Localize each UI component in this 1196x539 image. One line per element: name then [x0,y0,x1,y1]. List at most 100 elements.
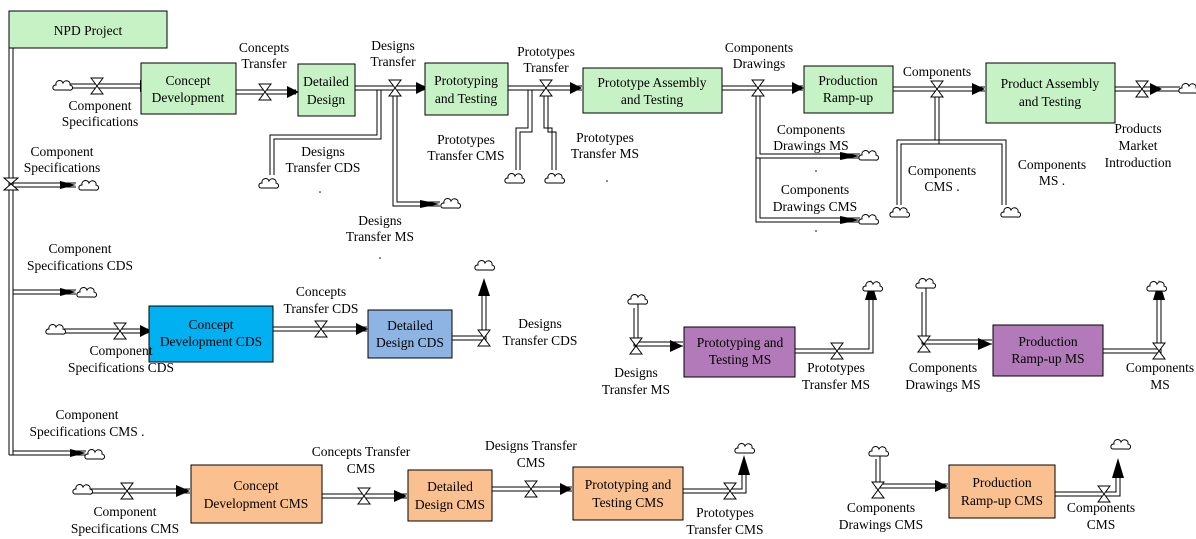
stock-production-rampup-ms[interactable]: Production Ramp-up MS [992,324,1104,377]
flow-label: Drawings MS [905,377,980,392]
stock-label: Prototyping and [697,335,784,350]
flow-label: CMS [517,455,546,470]
flow-label: Components [909,360,977,375]
flow-label: Transfer CMS [427,148,504,163]
stock-npd-project[interactable]: NPD Project [8,10,168,49]
flow-label: Prototypes [807,360,865,375]
stock-label: Testing CMS [592,495,663,510]
stock-production-rampup-cms[interactable]: Production Ramp-up CMS [948,464,1056,519]
flow-label: Designs [301,144,345,159]
cloud-icon [1178,83,1196,94]
cloud-icon [504,173,526,184]
stock-prototyping-testing-ms[interactable]: Prototyping and Testing MS [683,326,796,378]
flow-label: Transfer CMS [686,522,763,537]
flow-label: Drawings CMS [839,517,923,532]
flow-label: Designs [518,316,562,331]
cloud-icon [627,294,649,305]
flow-label: Designs [358,213,402,228]
flow-label: Specifications CMS . [29,424,144,439]
stock-prototype-assembly[interactable]: Prototype Assembly and Testing [582,67,723,114]
stock-production-rampup[interactable]: Production Ramp-up [803,65,894,114]
stock-label: Prototyping [434,73,498,88]
flow-label: Transfer MS [571,146,639,161]
flow-label: Component [94,504,157,519]
flow-label: Component [90,343,153,358]
cloud-icon [76,287,98,298]
flow-label: Designs [614,365,658,380]
stock-label: Ramp-up MS [1011,351,1084,366]
stock-detailed-design-cds[interactable]: Detailed Design CDS [367,309,453,359]
flow-label: Transfer CDS [503,333,578,348]
flow-label: Designs Transfer [485,438,577,453]
cloud-icon [52,80,74,91]
stock-detailed-design-cms[interactable]: Detailed Design CMS [407,469,493,522]
cloud-icon [915,278,937,289]
cloud-icon [258,178,280,189]
stock-label: Detailed [303,74,349,89]
stock-label: Production [972,475,1031,490]
flow-label: Drawings [733,56,786,71]
flow-label: Components [1018,157,1086,172]
cloud-icon [1110,439,1132,450]
stock-product-assembly[interactable]: Product Assembly and Testing [985,62,1116,124]
flow-label: Products [1114,121,1161,136]
cloud-icon [474,260,496,271]
flow-label: Specifications CDS [68,360,174,375]
stock-label: Development CDS [160,334,262,349]
flow-label: Drawings MS [773,138,848,153]
stock-label: Product Assembly [1001,76,1100,91]
cloud-icon [1146,281,1168,292]
stock-detailed-design[interactable]: Detailed Design [297,63,356,117]
stock-label: Design CDS [376,335,444,350]
flow-label: Concepts Transfer [312,444,411,459]
stock-label: Design CMS [415,497,485,512]
flow-label: Components [777,122,845,137]
stock-label: Ramp-up CMS [961,493,1043,508]
flow-label: Prototypes [517,44,575,59]
stock-concept-development-cds[interactable]: Concept Development CDS [148,305,274,363]
flow-label: Introduction [1105,155,1172,170]
flow-label: Transfer [523,60,569,75]
stock-prototyping-testing-cms[interactable]: Prototyping and Testing CMS [572,466,684,521]
cloud-icon [858,214,880,225]
cloud-icon [734,443,756,454]
flow-label: MS [1150,377,1170,392]
flow-label: Prototypes [576,130,634,145]
cloud-icon [862,281,884,292]
cloud-icon [84,449,106,460]
flow-label: Components [847,500,915,515]
stock-label: Detailed [427,479,473,494]
flow-arrowheads [60,80,1165,502]
stock-label: Concept [189,317,234,332]
flow-label: CMS [347,461,376,476]
stock-prototyping-testing[interactable]: Prototyping and Testing [424,62,509,116]
stock-label: Prototype Assembly [597,75,706,90]
cloud-icon [78,180,100,191]
stock-concept-development[interactable]: Concept Development [140,62,237,115]
cloud-icon [858,150,880,161]
flow-labels: Component Specifications Concepts Transf… [24,38,1194,537]
flow-label: Specifications [24,160,100,175]
stock-label: Production [818,73,877,88]
cloud-icon [45,324,67,335]
flow-label: Components [781,182,849,197]
flow-label: Transfer [370,54,416,69]
flow-label: Specifications CMS [71,521,179,536]
flow-label: Prototypes [437,132,495,147]
cloud-icon [868,446,890,457]
stock-label: and Testing [435,91,497,106]
cloud-icon [544,173,566,184]
cloud-icon [1000,207,1022,218]
flow-label: MS . [1039,173,1065,188]
flow-valves [2,77,1166,505]
stock-label: NPD Project [54,23,123,38]
flow-label: Transfer [241,56,287,71]
stock-concept-development-cms[interactable]: Concept Development CMS [190,464,323,524]
flow-label: Designs [371,38,415,53]
stock-label: Production [1018,334,1077,349]
stock-label: Testing MS [709,352,771,367]
flow-label: CMS [1087,517,1116,532]
stock-label: Development CMS [204,496,309,511]
flow-label: Transfer CDS [284,301,359,316]
stock-label: Concept [166,73,211,88]
